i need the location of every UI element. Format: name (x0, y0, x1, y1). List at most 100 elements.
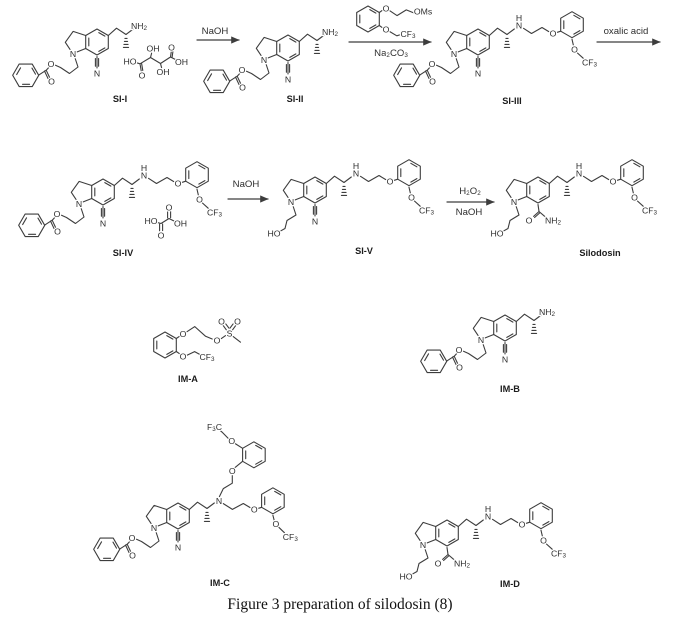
si3-o-ester: O (429, 59, 436, 69)
label-im-c: IM-C (210, 578, 230, 588)
imd-n-ring: N (420, 540, 426, 550)
si4-cf3: CF3 (207, 208, 223, 219)
benzoyl-ester-tail (200, 64, 269, 98)
imc-o-ester: O (129, 533, 136, 543)
sil-nh-h: H (576, 161, 582, 171)
si2-n-nitrile: N (285, 75, 291, 85)
ima-o-left: O (218, 317, 225, 327)
stereo-amine-side-chain (488, 27, 515, 48)
tartaric-o-bottom: O (139, 71, 146, 81)
ms-reagent-o-lower: O (383, 25, 390, 35)
imb-o-carbonyl: O (456, 363, 463, 373)
si4-o-aryl: O (196, 195, 203, 205)
tartaric-ho: HO (123, 57, 136, 67)
structure-silodosin (502, 160, 643, 232)
structure-tartaric-acid (134, 50, 177, 72)
reagent-naoh-step1: NaOH (202, 26, 229, 37)
si2-nh2: NH2 (322, 27, 339, 38)
nitrile-group (312, 203, 318, 217)
label-si-iii: SI-III (502, 96, 521, 106)
oxalic-o-top: O (166, 203, 173, 213)
nitrile-group (175, 529, 181, 543)
reagent-naoh-step5: NaOH (456, 207, 483, 218)
ms-reagent-cf3: CF3 (400, 29, 416, 40)
reagent-h2o2-step5: H2O2 (459, 186, 481, 197)
sil-nh2-amide: NH2 (545, 216, 562, 227)
nitrile-group (94, 55, 100, 69)
label-silodosin: Silodosin (579, 248, 621, 258)
si5-nh-h: H (353, 161, 359, 171)
structure-im-a (153, 323, 242, 359)
imd-o-chain: O (519, 520, 526, 530)
ima-o-right: O (234, 317, 241, 327)
oxalic-o-bottom: O (158, 231, 165, 241)
imd-o-amide: O (435, 559, 442, 569)
stereo-amine-side-chain (113, 177, 140, 198)
stereo-amine-side-chain (548, 175, 575, 196)
benzoyl-ester-tail (9, 58, 78, 92)
stereo-amine-side-chain (515, 313, 542, 334)
si3-n-nitrile: N (475, 69, 481, 79)
imc-right-arm (222, 502, 285, 534)
imc-o-chain-up: O (229, 466, 236, 476)
reagent-naoh-step4: NaOH (233, 179, 260, 190)
si3-o-chain: O (550, 29, 557, 39)
sil-o-chain: O (610, 177, 617, 187)
structure-si-i (9, 27, 134, 92)
imd-ho: HO (399, 572, 412, 582)
tartaric-o-top: O (168, 43, 175, 53)
stereo-amine-side-chain (107, 27, 134, 48)
si1-o-carbonyl: O (48, 77, 55, 87)
label-si-v: SI-V (355, 246, 374, 256)
structure-oxalic-acid (155, 210, 176, 232)
si4-nh-h: H (141, 163, 147, 173)
label-im-d: IM-D (500, 579, 520, 589)
ima-s: S (227, 329, 233, 339)
ima-o-ester: O (214, 336, 221, 346)
imc-n-amine: N (216, 496, 222, 506)
structure-si-v (279, 160, 420, 232)
imc-right-catechol-ring (261, 487, 285, 515)
si4-o-chain: O (175, 179, 182, 189)
si5-n-ring: N (288, 197, 294, 207)
si3-cf3: CF3 (582, 58, 598, 69)
nitrile-group (100, 205, 106, 219)
structure-si-iv (15, 162, 208, 243)
imb-o-ester: O (456, 345, 463, 355)
reagent-na2co3-step2: Na2CO3 (374, 48, 408, 59)
label-si-i: SI-I (113, 94, 127, 104)
imc-o-carbonyl: O (129, 551, 136, 561)
si1-nh2: NH2 (131, 21, 148, 32)
carboxamide-group (442, 546, 455, 562)
catechol-ring (153, 331, 177, 359)
stereo-amine-side-chain (325, 175, 352, 196)
si5-nh-n: N (353, 169, 359, 179)
imc-f3c: F3C (207, 422, 222, 433)
sil-n-ring: N (511, 197, 517, 207)
structure-im-c (90, 429, 285, 566)
si4-o-carbonyl: O (54, 227, 61, 237)
si5-o-aryl: O (408, 193, 415, 203)
imc-n-nitrile: N (175, 543, 181, 553)
ima-cf3: CF3 (199, 352, 215, 363)
structure-mesylate-reagent (356, 5, 414, 37)
si1-n-ring: N (70, 49, 76, 59)
imc-upper-arm (218, 429, 244, 498)
si1-o-ester: O (48, 59, 55, 69)
label-im-b: IM-B (500, 384, 520, 394)
si3-nh-h: H (516, 13, 522, 23)
sil-nh-n: N (576, 169, 582, 179)
benzoyl-ester-tail (390, 58, 459, 92)
si1-n-nitrile: N (94, 69, 100, 79)
structure-im-d (411, 503, 552, 575)
si2-o-ester: O (239, 65, 246, 75)
structure-si-iii (390, 12, 583, 93)
benzoyl-ester-tail (90, 532, 159, 566)
reagent-oxalic-acid-step3: oxalic acid (604, 26, 649, 37)
imc-n-ring: N (151, 523, 157, 533)
si2-o-carbonyl: O (239, 83, 246, 93)
structure-im-b (417, 313, 542, 378)
